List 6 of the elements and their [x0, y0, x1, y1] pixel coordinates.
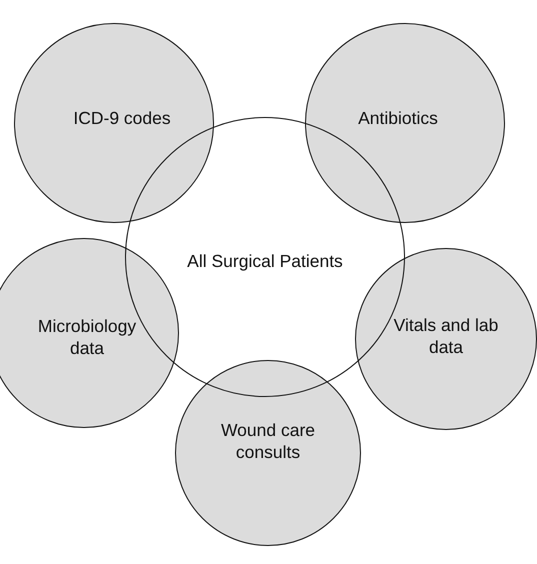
circle-label: Wound care consults — [220, 419, 316, 463]
circle-label: ICD-9 codes — [72, 107, 172, 129]
circle-label: All Surgical Patients — [186, 250, 344, 272]
circle-label: Antibiotics — [357, 107, 439, 129]
circle-label: Microbiology data — [36, 315, 138, 359]
circle-label: Vitals and lab data — [392, 314, 500, 358]
